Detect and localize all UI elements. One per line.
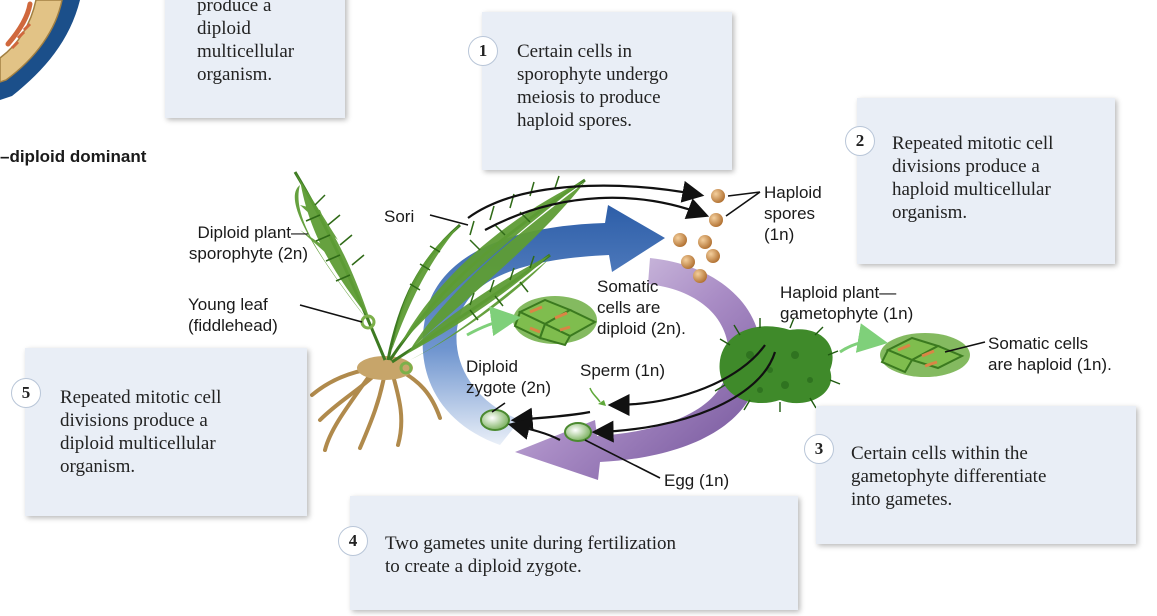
sori-label: Sori <box>384 206 414 227</box>
haploid-plant-line: gametophyte (1n) <box>780 303 913 324</box>
step-5-box: 5 Repeated mitotic cell divisions produc… <box>25 348 307 516</box>
cut-box-line: produce a <box>197 0 294 17</box>
cut-box-line: multicellular <box>197 40 294 63</box>
step-4-box: 4 Two gametes unite during fertilization… <box>350 496 798 610</box>
haploid-plant-label: Haploid plant— gametophyte (1n) <box>780 282 913 324</box>
somatic-diploid-line: cells are <box>597 297 686 318</box>
step-1-box: 1 Certain cells in sporophyte undergo me… <box>482 12 732 170</box>
step-5-number: 5 <box>11 378 41 408</box>
step-5-line: Repeated mitotic cell <box>60 386 221 409</box>
step-2-line: Repeated mitotic cell <box>892 132 1053 155</box>
step-4-number: 4 <box>338 526 368 556</box>
section-title: –diploid dominant <box>0 147 146 167</box>
somatic-haploid-line: are haploid (1n). <box>988 354 1112 375</box>
diploid-zygote-line: zygote (2n) <box>466 377 551 398</box>
step-4-line: to create a diploid zygote. <box>385 555 676 578</box>
haploid-spores-line: spores <box>764 203 822 224</box>
step-5-line: divisions produce a <box>60 409 221 432</box>
cut-box-line: organism. <box>197 63 294 86</box>
egg-label: Egg (1n) <box>664 470 729 491</box>
step-3-box: 3 Certain cells within the gametophyte d… <box>816 406 1136 544</box>
step-3-line: gametophyte differentiate <box>851 465 1046 488</box>
cut-off-step-box: produce a diploid multicellular organism… <box>165 0 345 118</box>
step-2-box: 2 Repeated mitotic cell divisions produc… <box>857 98 1115 264</box>
somatic-haploid-line: Somatic cells <box>988 333 1112 354</box>
step-5-line: diploid multicellular <box>60 432 221 455</box>
sperm-label: Sperm (1n) <box>580 360 665 381</box>
step-4-line: Two gametes unite during fertilization <box>385 532 676 555</box>
step-3-line: into gametes. <box>851 488 1046 511</box>
cropped-fern-illustration <box>0 0 80 100</box>
step-2-line: organism. <box>892 201 1053 224</box>
haploid-spores-line: (1n) <box>764 224 822 245</box>
diploid-zygote-line: Diploid <box>466 356 551 377</box>
somatic-haploid-label: Somatic cells are haploid (1n). <box>988 333 1112 375</box>
young-leaf-line: (fiddlehead) <box>188 315 278 336</box>
step-1-line: Certain cells in <box>517 40 668 63</box>
haploid-plant-line: Haploid plant— <box>780 282 913 303</box>
diploid-plant-line: sporophyte (2n) <box>158 243 308 264</box>
step-1-line: sporophyte undergo <box>517 63 668 86</box>
step-1-line: meiosis to produce <box>517 86 668 109</box>
haploid-spores-label: Haploid spores (1n) <box>764 182 822 245</box>
cut-box-line: diploid <box>197 17 294 40</box>
step-2-line: haploid multicellular <box>892 178 1053 201</box>
diploid-plant-label: Diploid plant— sporophyte (2n) <box>158 222 308 264</box>
young-leaf-label: Young leaf (fiddlehead) <box>188 294 278 336</box>
step-3-number: 3 <box>804 434 834 464</box>
diploid-zygote-label: Diploid zygote (2n) <box>466 356 551 398</box>
step-2-line: divisions produce a <box>892 155 1053 178</box>
step-3-line: Certain cells within the <box>851 442 1046 465</box>
somatic-diploid-line: Somatic <box>597 276 686 297</box>
step-5-line: organism. <box>60 455 221 478</box>
step-1-number: 1 <box>468 36 498 66</box>
step-2-number: 2 <box>845 126 875 156</box>
step-1-line: haploid spores. <box>517 109 668 132</box>
haploid-spores-line: Haploid <box>764 182 822 203</box>
sori-to-spores-arrows <box>468 186 705 230</box>
diploid-plant-line: Diploid plant— <box>158 222 308 243</box>
somatic-diploid-label: Somatic cells are diploid (2n). <box>597 276 686 339</box>
young-leaf-line: Young leaf <box>188 294 278 315</box>
haploid-somatic-cells <box>840 333 985 377</box>
somatic-diploid-line: diploid (2n). <box>597 318 686 339</box>
